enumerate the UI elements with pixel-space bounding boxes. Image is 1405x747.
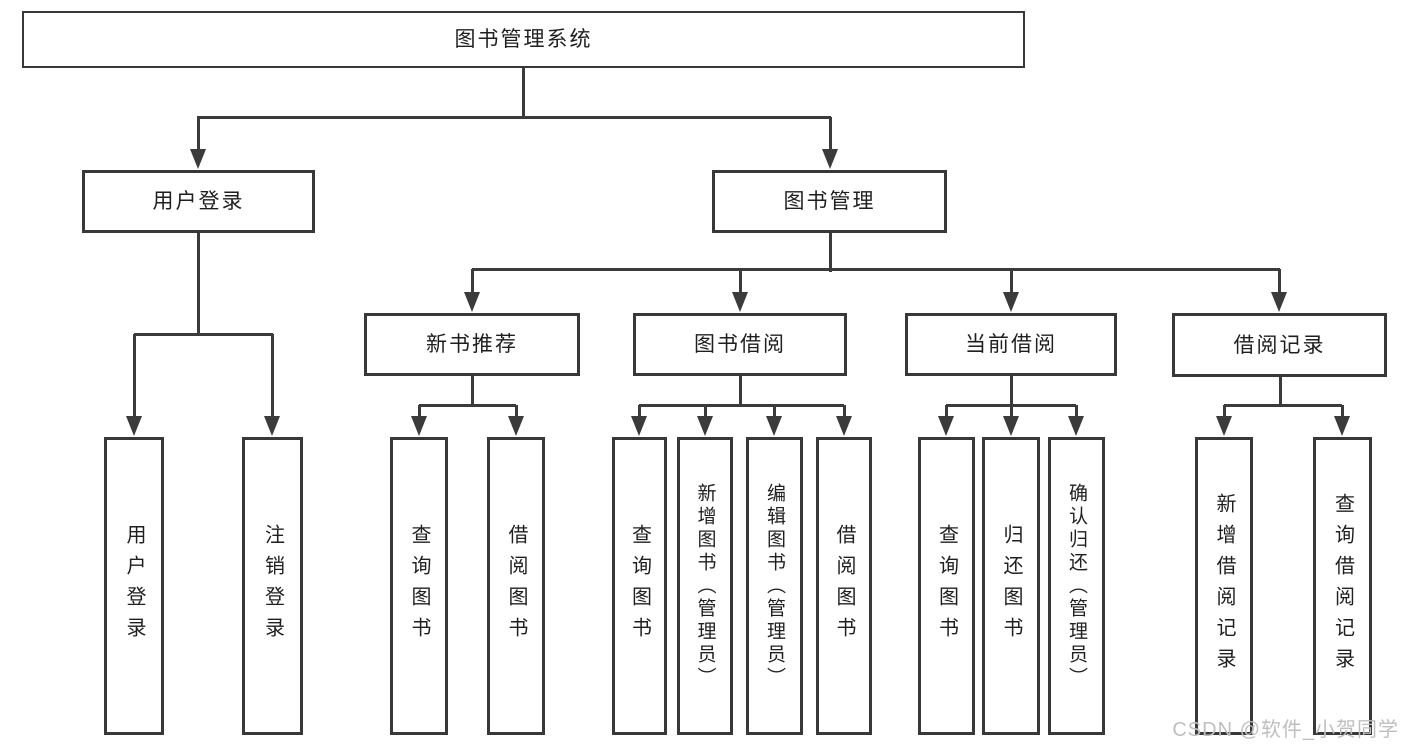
node-label-leaf-borrow-books-2: 借阅图书 [833, 524, 855, 648]
connector-line-vertical [637, 405, 641, 419]
node-leaf-logout: 注销登录 [242, 437, 303, 735]
arrowhead-down-icon [1003, 416, 1019, 436]
connector-line-vertical [772, 405, 776, 419]
node-label-leaf-borrow-books-1: 借阅图书 [505, 524, 527, 648]
connector-line-vertical [1009, 269, 1013, 295]
arrowhead-down-icon [411, 416, 427, 436]
connector-line-vertical [1009, 405, 1013, 419]
node-label-leaf-confirm-return-admin: 确认归还（管理员） [1066, 482, 1087, 690]
arrowhead-down-icon [697, 416, 713, 436]
node-label-current-borrowing: 当前借阅 [965, 333, 1057, 356]
connector-line-vertical [703, 405, 707, 419]
connector-line-horizontal [639, 403, 844, 407]
node-leaf-confirm-return-admin: 确认归还（管理员） [1048, 437, 1105, 735]
node-borrowing-records: 借阅记录 [1172, 313, 1387, 377]
connector-line-vertical [521, 66, 525, 119]
node-leaf-add-book-admin: 新增图书（管理员） [677, 437, 733, 735]
connector-line-vertical [196, 117, 200, 151]
connector-line-vertical [1278, 376, 1282, 407]
node-leaf-query-books-2: 查询图书 [612, 437, 667, 735]
node-leaf-edit-book-admin: 编辑图书（管理员） [746, 437, 803, 735]
connector-line-horizontal [197, 115, 831, 119]
node-label-leaf-add-borrow-record: 新增借阅记录 [1213, 493, 1235, 679]
arrowhead-down-icon [938, 416, 954, 436]
node-label-leaf-logout: 注销登录 [261, 524, 284, 648]
connector-line-vertical [196, 233, 200, 336]
connector-line-vertical [828, 117, 832, 151]
node-label-leaf-query-books-2: 查询图书 [628, 524, 651, 648]
connector-line-vertical [270, 334, 274, 419]
node-leaf-query-borrow-record: 查询借阅记录 [1313, 437, 1372, 735]
node-label-book-management-module: 图书管理 [783, 190, 876, 213]
node-label-leaf-query-books-1: 查询图书 [408, 524, 430, 648]
connector-line-vertical [132, 334, 136, 419]
connector-line-vertical [1074, 405, 1078, 419]
node-library-system-root: 图书管理系统 [22, 11, 1025, 68]
node-label-leaf-query-borrow-record: 查询借阅记录 [1331, 493, 1354, 679]
arrowhead-down-icon [508, 416, 524, 436]
node-book-borrowing: 图书借阅 [633, 313, 847, 376]
connector-line-vertical [417, 405, 421, 419]
node-new-book-recommend: 新书推荐 [364, 313, 580, 376]
node-current-borrowing: 当前借阅 [905, 313, 1117, 376]
node-leaf-query-books-3: 查询图书 [918, 437, 975, 735]
node-label-leaf-user-login: 用户登录 [123, 524, 145, 648]
node-label-book-borrowing: 图书借阅 [694, 333, 786, 356]
arrowhead-down-icon [822, 149, 838, 169]
node-label-borrowing-records: 借阅记录 [1233, 333, 1326, 357]
node-leaf-add-borrow-record: 新增借阅记录 [1195, 437, 1253, 735]
node-label-leaf-edit-book-admin: 编辑图书（管理员） [764, 482, 785, 690]
arrowhead-down-icon [1068, 416, 1084, 436]
arrowhead-down-icon [732, 292, 748, 312]
node-leaf-user-login: 用户登录 [104, 437, 164, 735]
arrowhead-down-icon [126, 416, 142, 436]
node-label-leaf-query-books-3: 查询图书 [935, 524, 958, 648]
node-leaf-query-books-1: 查询图书 [390, 437, 448, 735]
arrowhead-down-icon [464, 292, 480, 312]
connector-line-horizontal [472, 267, 1280, 271]
connector-line-horizontal [134, 332, 273, 336]
node-user-login-module: 用户登录 [82, 170, 315, 233]
arrowhead-down-icon [264, 416, 280, 436]
connector-line-horizontal [1224, 403, 1342, 407]
arrowhead-down-icon [836, 416, 852, 436]
connector-line-vertical [944, 405, 948, 419]
node-label-new-book-recommend: 新书推荐 [426, 333, 518, 356]
arrowhead-down-icon [1334, 416, 1350, 436]
node-leaf-return-book: 归还图书 [982, 437, 1040, 735]
connector-line-vertical [738, 269, 742, 295]
connector-line-vertical [470, 376, 474, 407]
connector-line-vertical [1222, 405, 1226, 419]
node-label-library-system-root: 图书管理系统 [454, 28, 593, 51]
arrowhead-down-icon [766, 416, 782, 436]
connector-line-vertical [842, 405, 846, 419]
node-leaf-borrow-books-1: 借阅图书 [487, 437, 545, 735]
connector-line-vertical [514, 405, 518, 419]
arrowhead-down-icon [190, 149, 206, 169]
connector-line-vertical [1277, 269, 1281, 295]
node-label-user-login-module: 用户登录 [152, 190, 245, 213]
node-book-management-module: 图书管理 [712, 170, 947, 233]
arrowhead-down-icon [1271, 292, 1287, 312]
connector-line-horizontal [419, 403, 516, 407]
node-label-leaf-return-book: 归还图书 [1000, 524, 1022, 648]
connector-line-vertical [738, 376, 742, 407]
csdn-watermark: CSDN @软件_小贺同学 [1172, 719, 1399, 741]
arrowhead-down-icon [631, 416, 647, 436]
node-label-leaf-add-book-admin: 新增图书（管理员） [694, 482, 716, 690]
connector-line-vertical [828, 233, 832, 272]
arrowhead-down-icon [1003, 292, 1019, 312]
node-leaf-borrow-books-2: 借阅图书 [816, 437, 872, 735]
arrowhead-down-icon [1216, 416, 1232, 436]
connector-line-vertical [1340, 405, 1344, 419]
connector-line-vertical [470, 269, 474, 295]
connector-line-vertical [1009, 376, 1013, 407]
